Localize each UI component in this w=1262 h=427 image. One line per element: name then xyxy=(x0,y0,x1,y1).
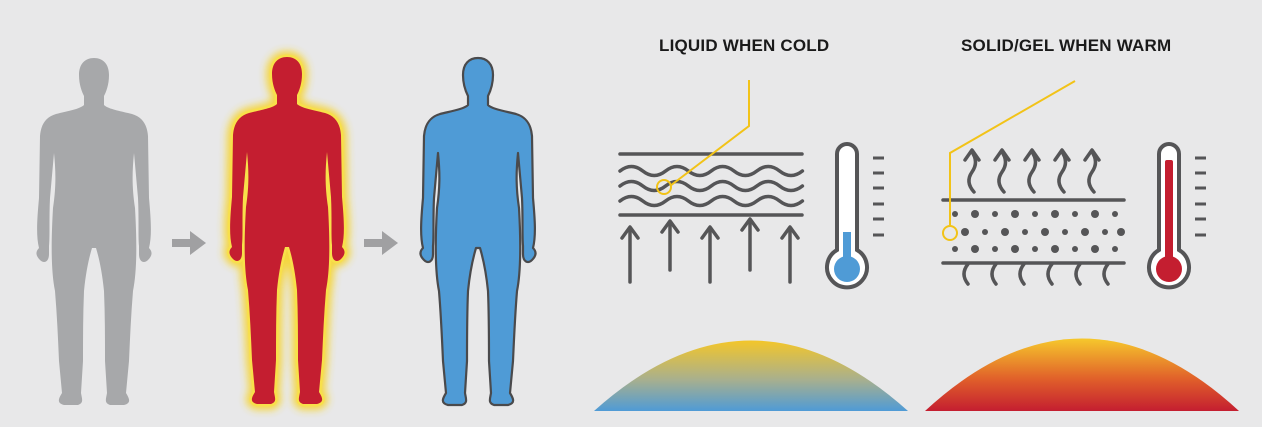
steam-icon xyxy=(963,148,1101,194)
hot-body xyxy=(229,57,344,404)
gel-particles xyxy=(952,210,1125,253)
warm-callout xyxy=(942,80,1076,241)
cold-layer-diagram xyxy=(618,152,805,217)
cold-callout xyxy=(656,80,750,195)
arrow-right-icon xyxy=(172,231,206,255)
thermometer-warm-icon xyxy=(1147,142,1206,290)
warm-dome xyxy=(925,338,1239,411)
arrow-right-icon xyxy=(364,231,398,255)
cool-body xyxy=(419,56,537,407)
heat-waves-icon xyxy=(962,262,1110,286)
thermometer-cold-icon xyxy=(825,142,884,290)
cold-dome xyxy=(594,340,908,411)
heat-arrows-icon xyxy=(620,217,800,284)
cold-label: LIQUID WHEN COLD xyxy=(659,36,830,55)
warm-label: SOLID/GEL WHEN WARM xyxy=(961,36,1172,55)
warm-layer-diagram xyxy=(941,198,1126,265)
neutral-body xyxy=(36,58,152,405)
